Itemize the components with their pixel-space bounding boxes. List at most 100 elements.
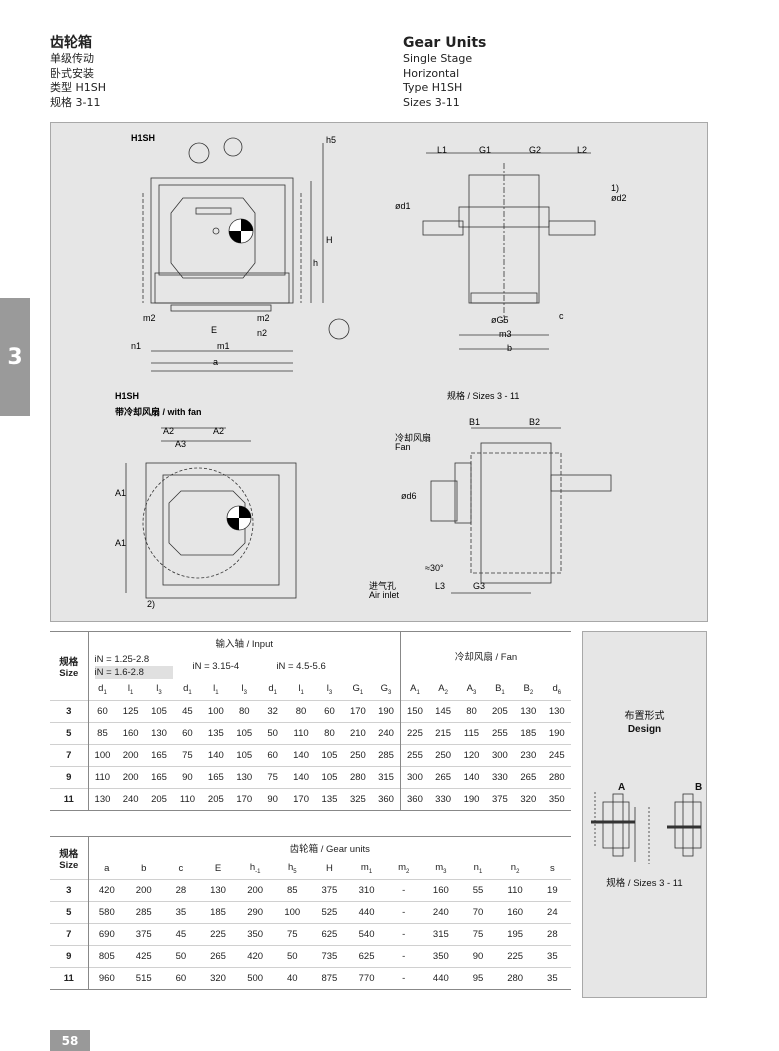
header-en-line: Horizontal xyxy=(403,66,460,80)
header-cn-line: 卧式安装 xyxy=(50,66,94,80)
chapter-tab: 3 xyxy=(0,298,30,416)
value-cell: 165 xyxy=(144,766,174,789)
design-title: 布置形式 Design xyxy=(583,710,706,736)
value-cell: 125 xyxy=(116,700,145,723)
size-cell: 9 xyxy=(50,766,89,789)
column-header-d6: d6 xyxy=(552,683,562,696)
value-cell: 960 xyxy=(88,967,126,990)
column-header-m2: m2 xyxy=(398,862,410,875)
value-cell: 515 xyxy=(125,967,163,990)
value-cell: 225 xyxy=(400,722,429,745)
size-cell: 11 xyxy=(50,788,89,811)
label-fan-en: Fan xyxy=(395,442,411,452)
value-cell: 250 xyxy=(343,744,373,767)
value-cell: 28 xyxy=(533,923,571,946)
value-cell: 420 xyxy=(88,879,126,902)
dim-L3: L3 xyxy=(435,581,446,591)
front-view xyxy=(142,137,350,372)
column-header-b: b xyxy=(141,863,147,874)
value-cell: 130 xyxy=(88,788,117,811)
label-h1sh-fan: H1SH xyxy=(115,391,140,401)
value-cell: 40 xyxy=(273,967,311,990)
value-cell: 100 xyxy=(201,700,231,723)
label-air-en: Air inlet xyxy=(369,590,400,600)
design-label-b: B xyxy=(695,782,703,793)
dim-c: c xyxy=(559,311,564,321)
value-cell: 105 xyxy=(230,722,259,745)
label-fan-cn: 冷却风扇 xyxy=(395,433,432,443)
drawing-svg xyxy=(125,137,612,599)
note-1: 1) xyxy=(611,183,620,193)
value-cell: 185 xyxy=(199,901,237,924)
dim-G2: G2 xyxy=(529,145,542,155)
value-cell: 315 xyxy=(422,923,460,946)
value-cell: - xyxy=(385,901,423,924)
value-cell: 190 xyxy=(372,700,401,723)
design-panel: 布置形式 Design A B 规格 / Sizes 3 - 11 xyxy=(582,631,707,998)
ratio-group-1: iN = 1.25-2.8 iN = 1.6-2.8 xyxy=(88,653,174,679)
dim-A2: A2 xyxy=(213,426,225,436)
value-cell: 625 xyxy=(347,945,386,968)
value-cell: 130 xyxy=(514,700,543,723)
value-cell: 80 xyxy=(315,722,344,745)
dim-A1: A1 xyxy=(115,488,127,498)
value-cell: 80 xyxy=(230,700,259,723)
column-header-h-1: h-1 xyxy=(249,862,261,875)
value-cell: 185 xyxy=(514,722,543,745)
column-header-n1: n1 xyxy=(473,862,483,875)
dim-H: H xyxy=(326,235,333,245)
value-cell: 540 xyxy=(347,923,386,946)
dim-G3: G3 xyxy=(473,581,486,591)
value-cell: 100 xyxy=(88,744,117,767)
value-cell: 35 xyxy=(162,901,200,924)
value-cell: 110 xyxy=(173,788,202,811)
side-view xyxy=(422,152,596,350)
front-view-fan xyxy=(125,427,297,599)
fan-header: 冷却风扇 / Fan xyxy=(454,651,518,663)
column-header-l1: l1 xyxy=(213,683,219,696)
value-cell: 35 xyxy=(533,967,571,990)
column-header-l3: l3 xyxy=(241,683,247,696)
dim-E: E xyxy=(211,325,218,335)
value-cell: 375 xyxy=(125,923,163,946)
dim-a: a xyxy=(213,357,219,367)
value-cell: 170 xyxy=(230,788,259,811)
value-cell: 90 xyxy=(258,788,287,811)
value-cell: 300 xyxy=(400,766,429,789)
value-cell: 75 xyxy=(459,923,497,946)
value-cell: 100 xyxy=(273,901,311,924)
column-header-l1: l1 xyxy=(127,683,134,696)
value-cell: 170 xyxy=(343,700,373,723)
dim-G1: G1 xyxy=(479,145,492,155)
value-cell: 500 xyxy=(236,967,274,990)
value-cell: 265 xyxy=(428,766,458,789)
label-sizes: 规格 / Sizes 3 - 11 xyxy=(447,391,520,401)
column-header-d1: d1 xyxy=(183,683,192,696)
value-cell: 60 xyxy=(162,967,200,990)
dim-m1: m1 xyxy=(217,341,230,351)
value-cell: 255 xyxy=(400,744,429,767)
value-cell: 140 xyxy=(201,744,231,767)
header-en-line: Type H1SH xyxy=(403,81,463,94)
size-cell: 7 xyxy=(50,923,89,946)
size-cell: 5 xyxy=(50,901,89,924)
value-cell: - xyxy=(385,879,423,902)
column-header-a: a xyxy=(104,863,110,874)
value-cell: 85 xyxy=(273,879,311,902)
value-cell: 130 xyxy=(542,700,571,723)
design-title-en: Design xyxy=(627,724,662,735)
value-cell: 45 xyxy=(173,700,202,723)
size-cell: 3 xyxy=(50,879,89,902)
column-header-l3: l3 xyxy=(156,683,162,696)
value-cell: 330 xyxy=(428,788,458,811)
label-air-cn: 进气孔 xyxy=(369,581,397,591)
design-label-a: A xyxy=(618,782,626,793)
value-cell: 265 xyxy=(514,766,543,789)
value-cell: 45 xyxy=(162,923,200,946)
value-cell: 140 xyxy=(286,744,316,767)
